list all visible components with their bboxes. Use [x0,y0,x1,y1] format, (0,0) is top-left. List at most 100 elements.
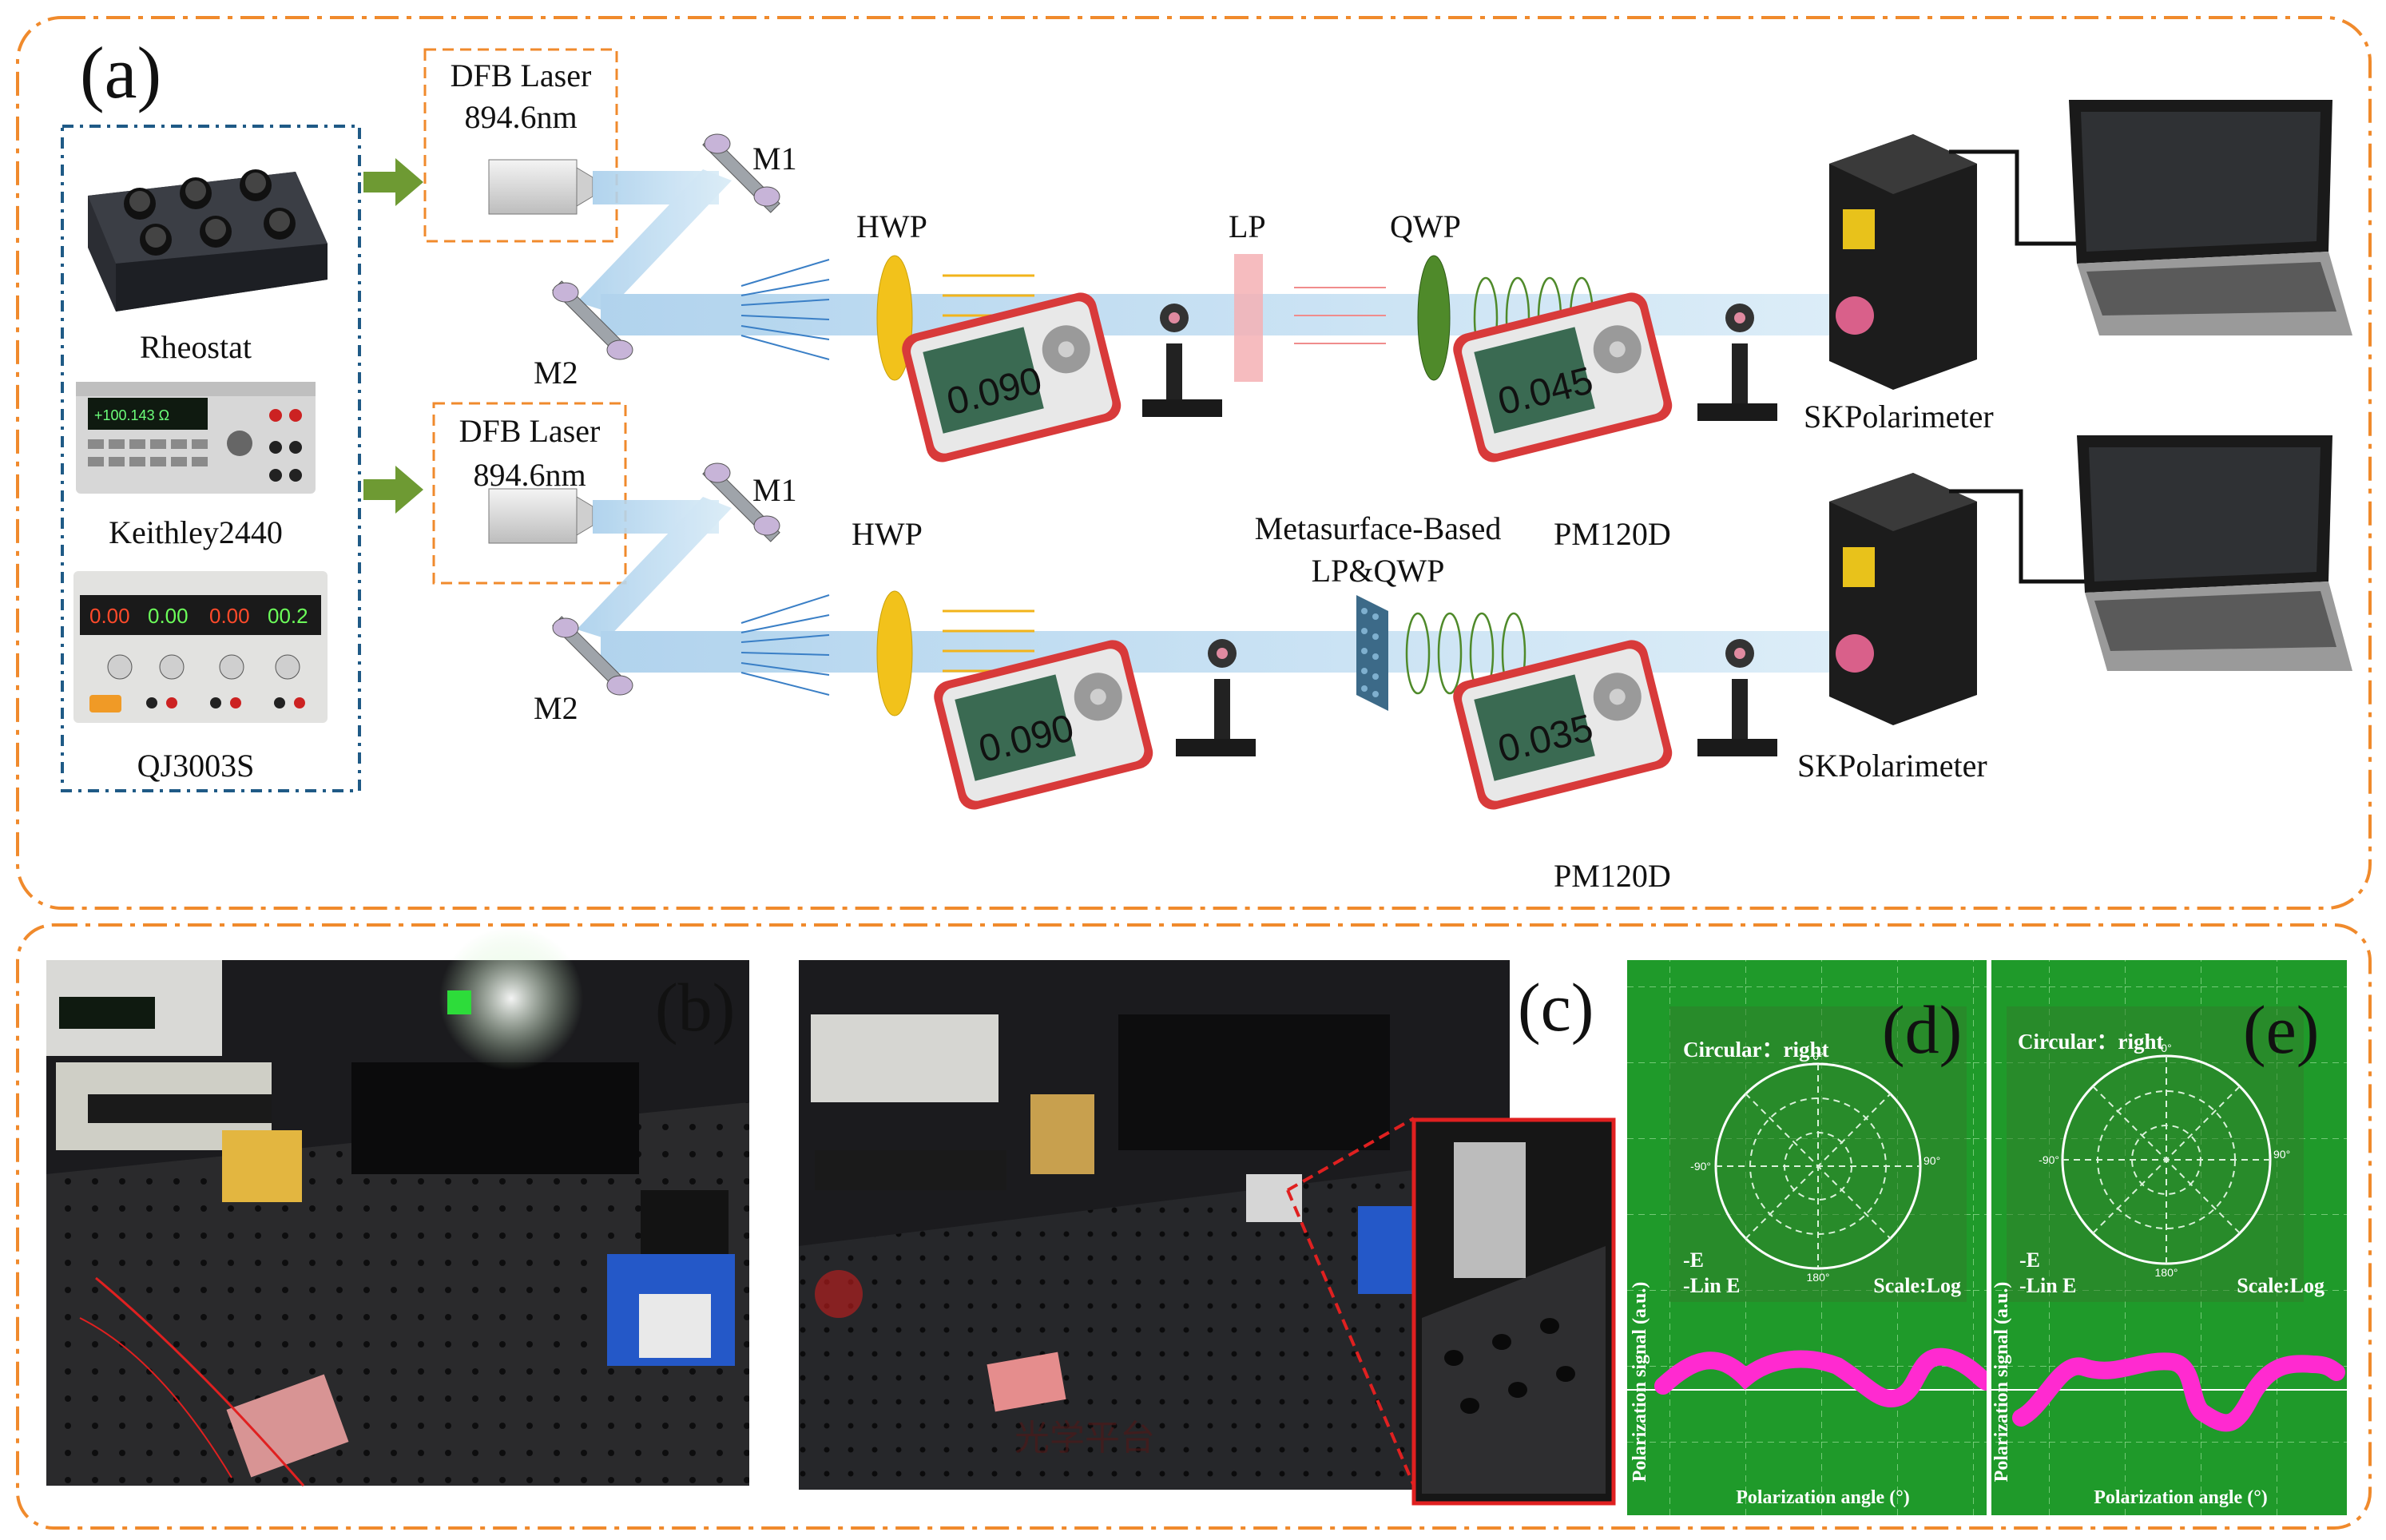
panel-c-label: (c) [1518,969,1594,1046]
panel-e-ylabel: Polarization signal (a.u.) [1991,1282,2012,1482]
panel-d-angle-90: 90° [1923,1154,1940,1167]
qwp-label-top: QWP [1390,208,1461,244]
panel-e-angle-180: 180° [2155,1266,2178,1279]
photo-b [46,927,749,1486]
detector-bottom-1 [1176,639,1256,756]
detector-top-1 [1142,304,1222,417]
cable-bottom [1949,489,2085,584]
laser-box-bottom [432,402,627,585]
photo-c [799,960,1510,1490]
mirror-m1-top [702,133,780,213]
panel-d-label: (d) [1882,991,1962,1068]
laser-box-top [423,48,618,243]
panel-divider [1987,960,1991,1515]
hwp-bottom [876,590,913,716]
panel-d-lin-e: -Lin E [1683,1274,1741,1297]
bench-text: 光学平台 [1014,1419,1155,1458]
metasurface-plate [1356,595,1388,711]
panel-e-signal-curve [2012,1352,2345,1432]
green-arrow-top [363,158,423,206]
zoom-arrow [1286,1117,1415,1486]
panel-e-scale: Scale:Log [2237,1274,2324,1297]
panel-d-ylabel: Polarization signal (a.u.) [1630,1282,1650,1482]
m1-label-top: M1 [752,141,797,177]
panel-d-e: -E [1683,1248,1704,1272]
lp-top [1234,254,1263,382]
power-meter-top-2 [1453,292,1673,462]
qj3003s-label: QJ3003S [137,748,255,784]
rheostat-label: Rheostat [140,329,252,365]
laptop-bottom [2077,435,2352,671]
qj-display-4: 00.2 [268,604,308,628]
polarimeter-top [1829,134,1977,390]
hwp-label-top: HWP [856,208,927,244]
metasurface-label-2: LP&QWP [1312,553,1445,589]
laser-head-bottom [488,488,594,544]
pink-arrows-top [1294,287,1386,344]
panel-e-lin-e: -Lin E [2019,1274,2077,1297]
panel-b-label: (b) [655,969,735,1046]
panel-d-xlabel: Polarization angle (°) [1736,1487,1910,1508]
pm120d-label-top: PM120D [1554,516,1671,552]
diverging-arrows-top [740,259,830,360]
keithley-image: +100.143 Ω [76,382,316,494]
hwp-label-bottom: HWP [852,516,923,552]
panel-e-angle-90: 90° [2273,1148,2290,1161]
polarimeter-label-top: SKPolarimeter [1804,399,1994,435]
laser-wavelength-bottom: 894.6nm [473,457,586,493]
polarimeter-label-bottom: SKPolarimeter [1797,748,1987,784]
power-meter-top-1 [902,292,1122,462]
panel-d-signal-curve [1654,1348,1995,1408]
laser-title-top: DFB Laser [451,58,592,93]
cable-top [1949,149,2081,246]
keithley-label: Keithley2440 [109,514,283,550]
panel-d-angle-neg90: -90° [1690,1160,1711,1173]
qwp-top [1417,255,1451,381]
zoom-inset-plate [1422,1246,1606,1494]
diverging-arrows-bottom [740,594,830,696]
panel-e-label: (e) [2243,991,2319,1068]
rheostat-image [88,169,328,312]
laser-title-bottom: DFB Laser [459,413,601,449]
qj-display-2: 0.00 [148,604,189,628]
zoom-inset-holes [1444,1318,1575,1414]
panel-d-scale: Scale:Log [1873,1274,1961,1297]
mirror-m2-bottom [552,616,633,696]
panel-e-angle-neg90: -90° [2039,1153,2059,1166]
polarimeter-bottom [1829,473,1977,725]
panel-a-label: (a) [80,32,161,113]
mirror-m2-top [552,280,633,360]
laser-wavelength-top: 894.6nm [464,99,577,135]
detector-bottom-2 [1697,639,1777,756]
mirror-m1-bottom [702,462,780,542]
zoom-inset-holder [1454,1142,1526,1278]
qj3003s-image: 0.00 0.00 0.00 00.2 [73,571,328,723]
metasurface-label-1: Metasurface-Based [1255,510,1502,546]
panel-e-circular: Circular：right [2018,1030,2163,1054]
qj-display-1: 0.00 [89,604,130,628]
lp-label-top: LP [1229,208,1266,244]
panel-e-e: -E [2019,1248,2040,1272]
panel-e-xlabel: Polarization angle (°) [2094,1487,2268,1508]
panel-a-frame [16,16,2372,910]
laptop-top [2069,100,2352,335]
m1-label-bottom: M1 [752,472,797,508]
keithley-display: +100.143 Ω [94,407,169,423]
panel-d-circular: Circular：right [1683,1038,1828,1062]
lower-frame [16,923,2372,1530]
m2-label-bottom: M2 [534,690,578,726]
panel-e [1991,960,2347,1515]
laser-head-top [488,159,594,215]
m2-label-top: M2 [534,355,578,391]
power-meter-bottom-1 [934,640,1153,810]
instrument-box [61,125,361,792]
panel-d-angle-0: 0° [1812,1050,1823,1062]
panel-e-angle-0: 0° [2161,1042,2171,1054]
detector-top-2 [1697,304,1777,421]
qj-display-3: 0.00 [209,604,250,628]
green-arrow-bottom [363,466,423,514]
pm120d-label-bottom: PM120D [1554,858,1671,894]
panel-d-angle-180: 180° [1807,1271,1830,1284]
panel-d [1627,960,1987,1515]
